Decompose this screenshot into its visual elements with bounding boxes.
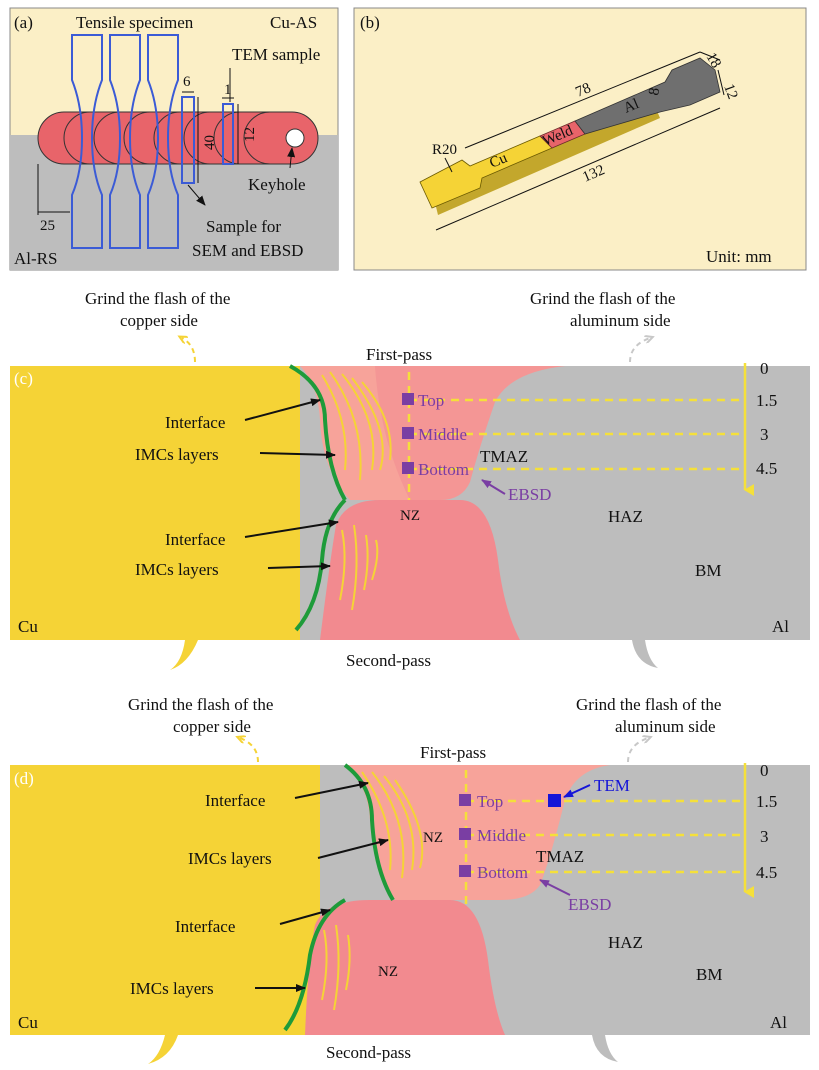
panel-a: (a) Tensile specimen Cu-AS TEM sample 6 …	[9, 7, 339, 271]
dim-12-b: 12	[720, 82, 740, 102]
interface-line-upper	[289, 364, 347, 501]
marker-bottom	[402, 462, 414, 474]
tmaz-label-c: TMAZ	[480, 447, 528, 466]
middle-label-d: Middle	[477, 826, 526, 845]
depth-3-c: 4.5	[756, 459, 777, 478]
flash-al-1-d: Grind the flash of the	[576, 695, 721, 714]
al-label-c: Al	[772, 617, 789, 636]
first-pass-d: First-pass	[420, 743, 486, 762]
dim-12: 12	[242, 127, 258, 142]
second-pass-c: Second-pass	[346, 651, 431, 670]
imc-2-d: IMCs layers	[130, 979, 214, 998]
flash-al-1-c: Grind the flash of the	[530, 289, 675, 308]
interface-line-lower	[294, 498, 347, 632]
interface-2-c: Interface	[165, 530, 225, 549]
marker-top	[402, 393, 414, 405]
cu-label-c: Cu	[18, 617, 38, 636]
second-pass-d: Second-pass	[326, 1043, 411, 1062]
nz-label-c: NZ	[400, 508, 420, 524]
marker-middle-d	[459, 828, 471, 840]
flash-cu-2-c: copper side	[120, 311, 198, 330]
marker-top-d	[459, 794, 471, 806]
marker-middle	[402, 427, 414, 439]
top-label-c: Top	[418, 391, 444, 410]
imc-2-c: IMCs layers	[135, 560, 219, 579]
depth-0-c: 0	[760, 359, 769, 378]
first-pass-c: First-pass	[366, 345, 432, 364]
depth-0-d: 0	[760, 761, 769, 780]
panel-b: (b) R20 78 Cu Weld Al 8 18 12 132 Unit: …	[353, 7, 807, 271]
interface-line-upper-d	[343, 763, 395, 902]
imc-streaks-upper	[321, 371, 392, 481]
r20-label: R20	[432, 142, 457, 158]
dim-8: 8	[646, 87, 663, 97]
tensile-label: Tensile specimen	[76, 13, 194, 32]
al-label-d: Al	[770, 1013, 787, 1032]
panel-a-tag: (a)	[14, 13, 33, 32]
bottom-label-d: Bottom	[477, 863, 528, 882]
specimen-cu-label: Cu	[487, 150, 510, 172]
ebsd-label-c: EBSD	[508, 485, 551, 504]
imc-streaks-lower-d	[321, 924, 351, 1011]
sem-label-2: SEM and EBSD	[192, 241, 303, 260]
interface-1-c: Interface	[165, 413, 225, 432]
depth-2-c: 3	[760, 425, 769, 444]
sem-label-1: Sample for	[206, 217, 281, 236]
haz-label-c: HAZ	[608, 507, 643, 526]
imc-1-c: IMCs layers	[135, 445, 219, 464]
specimen-3d	[419, 57, 721, 215]
panel-d: (d) Grind the flash of the copper side G…	[10, 695, 810, 1064]
panel-c: (c) Grind the flash of the copper side G…	[10, 289, 810, 670]
dim-1: 1	[224, 82, 232, 98]
bottom-label-c: Bottom	[418, 460, 469, 479]
dim-18: 18	[703, 50, 724, 71]
panel-b-tag: (b)	[360, 13, 380, 32]
specimen-al-label: Al	[621, 96, 641, 117]
tem-label-d: TEM	[594, 776, 630, 795]
bm-label-c: BM	[695, 561, 721, 580]
panel-c-tag: (c)	[14, 369, 33, 388]
ebsd-label-d: EBSD	[568, 895, 611, 914]
imc-streaks-lower	[339, 524, 379, 611]
marker-bottom-d	[459, 865, 471, 877]
interface-1-d: Interface	[205, 791, 265, 810]
interface-2-d: Interface	[175, 917, 235, 936]
cu-as-label: Cu-AS	[270, 13, 317, 32]
panel-d-tag: (d)	[14, 769, 34, 788]
tem-sample-rect	[222, 103, 234, 165]
cu-label-d: Cu	[18, 1013, 38, 1032]
tem-sample-label: TEM sample	[232, 45, 320, 64]
middle-label-c: Middle	[418, 425, 467, 444]
dim-78: 78	[573, 80, 593, 101]
al-rs-label: Al-RS	[14, 249, 57, 268]
dim-25: 25	[40, 218, 55, 234]
tensile-specimens	[71, 34, 179, 249]
flash-cu-2-d: copper side	[173, 717, 251, 736]
flash-cu-1-d: Grind the flash of the	[128, 695, 273, 714]
top-label-d: Top	[477, 792, 503, 811]
sem-sample-rect	[181, 96, 195, 184]
dim-6: 6	[183, 74, 191, 90]
keyhole-icon	[285, 128, 305, 148]
haz-label-d: HAZ	[608, 933, 643, 952]
unit-label: Unit: mm	[706, 247, 772, 266]
keyhole-label: Keyhole	[248, 175, 306, 194]
flash-al-2-c: aluminum side	[570, 311, 671, 330]
dim-40: 40	[202, 135, 218, 150]
depth-2-d: 3	[760, 827, 769, 846]
bm-label-d: BM	[696, 965, 722, 984]
flash-al-2-d: aluminum side	[615, 717, 716, 736]
tmaz-label-d: TMAZ	[536, 847, 584, 866]
flash-cu-1-c: Grind the flash of the	[85, 289, 230, 308]
imc-1-d: IMCs layers	[188, 849, 272, 868]
depth-1-d: 1.5	[756, 792, 777, 811]
depth-3-d: 4.5	[756, 863, 777, 882]
depth-1-c: 1.5	[756, 391, 777, 410]
nz-2-label-d: NZ	[378, 964, 398, 980]
stir-zone-disks	[37, 111, 319, 165]
marker-tem-d	[548, 794, 561, 807]
nz-1-label-d: NZ	[423, 830, 443, 846]
